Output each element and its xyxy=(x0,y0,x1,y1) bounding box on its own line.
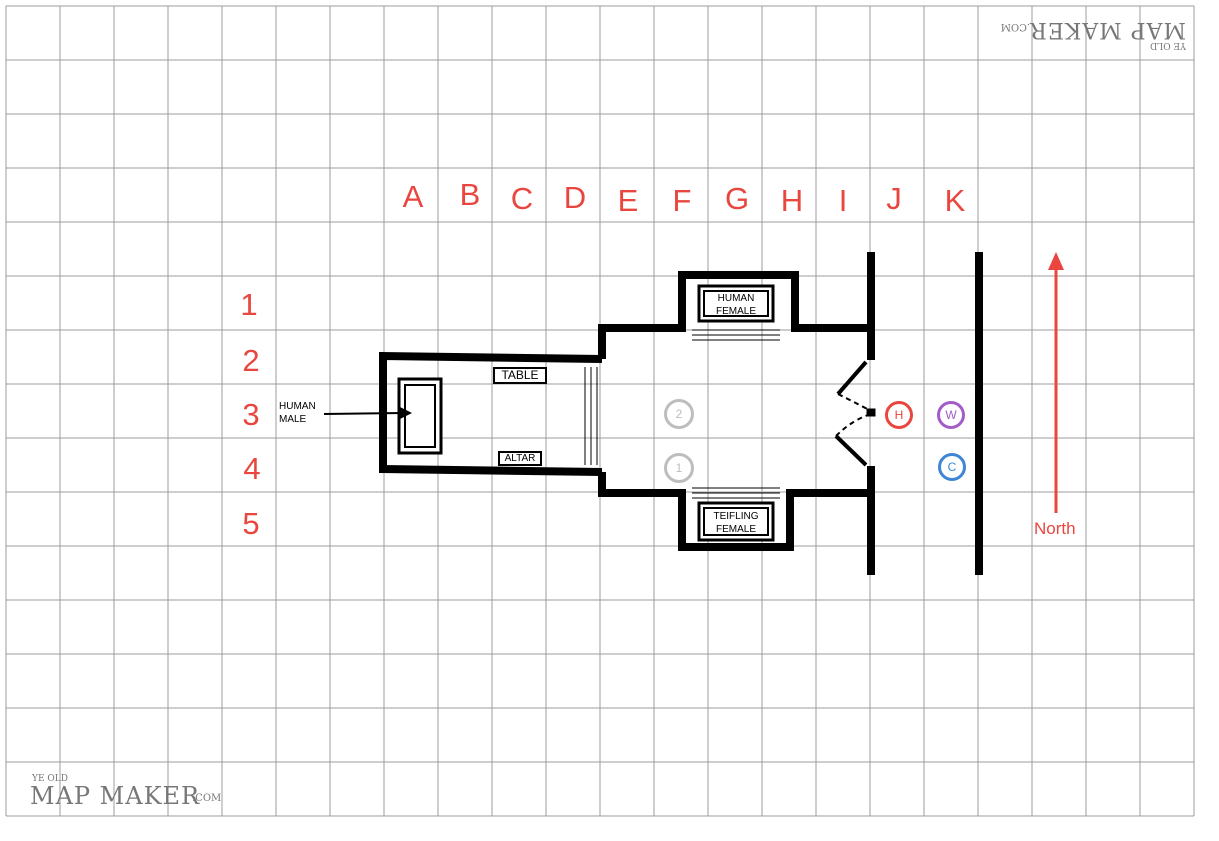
logo-bottom-left-suffix: .COM xyxy=(192,793,222,804)
double-door xyxy=(834,360,876,467)
room-walls xyxy=(379,271,868,551)
token-c[interactable]: C xyxy=(938,453,966,481)
col-label-j: J xyxy=(886,181,902,216)
teifling-female-line2: FEMALE xyxy=(715,524,756,535)
teifling-female-label: TEIFLING FEMALE xyxy=(706,510,766,536)
north-arrowhead xyxy=(1048,252,1064,270)
col-label-b: B xyxy=(459,177,481,212)
col-label-h: H xyxy=(780,183,804,218)
steps-north xyxy=(692,329,780,341)
teifling-female-bed xyxy=(697,501,775,542)
row-label-1: 1 xyxy=(240,287,258,322)
logo-top-right: YE OLD MAP MAKER .COM xyxy=(990,14,1190,50)
row-label-5: 5 xyxy=(242,506,260,541)
north-label: North xyxy=(1034,519,1076,538)
row-label-2: 2 xyxy=(242,343,260,378)
col-label-e: E xyxy=(617,183,639,218)
human-female-line2: FEMALE xyxy=(715,306,756,317)
token-2[interactable]: 2 xyxy=(664,399,694,429)
pointer-arrowhead xyxy=(398,406,412,420)
col-label-c: C xyxy=(510,181,534,216)
north-wall xyxy=(598,271,868,359)
row-label-3: 3 xyxy=(242,397,260,432)
pointer-arrow xyxy=(323,412,405,415)
steps-south xyxy=(692,487,780,499)
logo-bottom-left-prefix: YE OLD xyxy=(32,774,68,784)
col-label-i: I xyxy=(838,183,848,218)
human-female-label: HUMAN FEMALE xyxy=(706,292,766,318)
altar-label: ALTAR xyxy=(498,451,542,466)
steps-west xyxy=(584,367,598,465)
token-1[interactable]: 1 xyxy=(664,453,694,483)
table-label: TABLE xyxy=(493,367,547,384)
logo-bottom-left: YE OLD MAP MAKER .COM xyxy=(28,774,228,814)
human-male-label: HUMAN MALE xyxy=(279,400,316,426)
logo-top-right-suffix: .COM xyxy=(1000,21,1030,32)
south-wall xyxy=(598,472,868,551)
token-w[interactable]: W xyxy=(937,401,965,429)
human-male-line2: MALE xyxy=(279,414,307,425)
col-label-f: F xyxy=(672,183,692,218)
logo-top-right-main: MAP MAKER xyxy=(1029,17,1186,42)
col-label-k: K xyxy=(944,183,966,218)
col-label-d: D xyxy=(563,180,587,215)
token-h[interactable]: H xyxy=(885,401,913,429)
human-female-line1: HUMAN xyxy=(717,293,755,304)
grid xyxy=(5,5,1195,817)
col-label-a: A xyxy=(402,179,424,214)
teifling-female-line1: TEIFLING xyxy=(713,511,759,522)
col-label-g: G xyxy=(724,181,750,216)
human-male-line1: HUMAN xyxy=(279,401,316,412)
row-label-4: 4 xyxy=(243,451,261,486)
logo-bottom-left-main: MAP MAKER xyxy=(30,782,201,810)
